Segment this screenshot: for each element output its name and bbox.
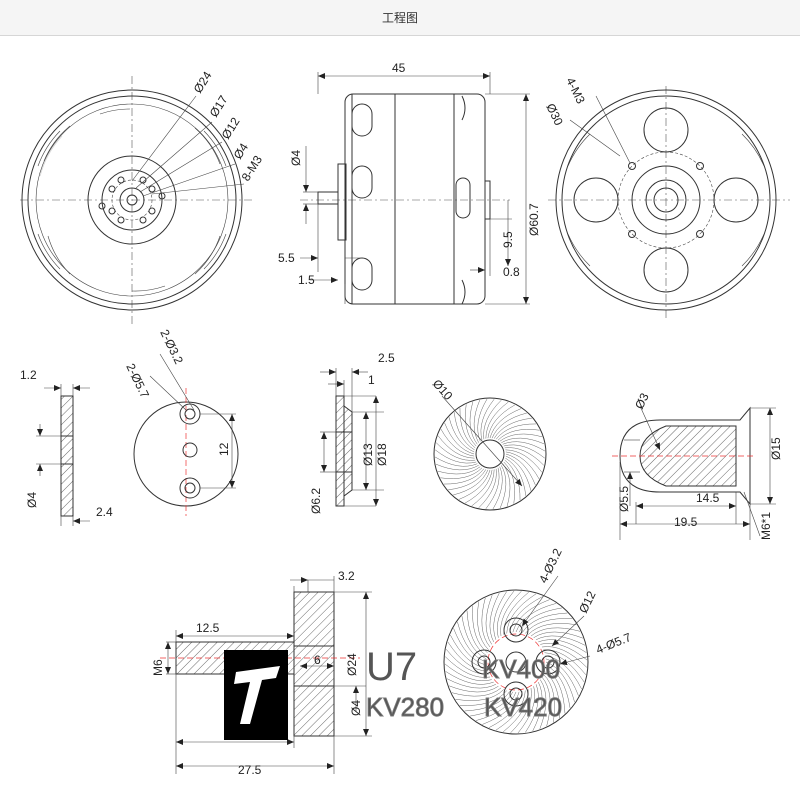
dim-d60-7: Ø60.7 <box>527 203 541 236</box>
dim-d12: Ø12 <box>219 115 243 142</box>
dim-45: 45 <box>392 61 406 75</box>
dim-4x3-2: 4-Ø3.2 <box>536 546 565 585</box>
kv-420: KV420 <box>484 692 562 722</box>
knurled-washer-view: Ø10 <box>430 377 547 511</box>
dim-0-8: 0.8 <box>503 265 520 279</box>
logo-mark-icon <box>234 666 280 724</box>
model-name: U7 <box>366 645 417 689</box>
engineering-drawing: Ø24 Ø17 Ø12 Ø4 8-M3 45 Ø4 5 <box>20 61 790 777</box>
dim-d13: Ø13 <box>361 443 375 466</box>
motor-front-view: Ø24 Ø17 Ø12 Ø4 8-M3 <box>20 69 265 326</box>
dim-14-5: 14.5 <box>696 491 720 505</box>
dim-d24: Ø24 <box>191 69 215 96</box>
dim-1-5: 1.5 <box>298 273 315 287</box>
dim-3-2: 3.2 <box>338 569 355 583</box>
dim-19-5: 19.5 <box>674 515 698 529</box>
dim-shaft-d4: Ø4 <box>289 150 303 166</box>
plate-front-view: 12 2-Ø5.7 2-Ø3.2 <box>123 327 239 516</box>
dim-2x32: 2-Ø3.2 <box>157 327 186 366</box>
dim-d10: Ø10 <box>430 377 456 403</box>
dim-2-4: 2.4 <box>96 505 113 519</box>
motor-back-view: 4-M3 Ø30 <box>543 75 790 321</box>
dim-d6-2: Ø6.2 <box>309 488 323 514</box>
kv-400: KV400 <box>482 654 560 684</box>
dim-1: 1 <box>368 373 375 387</box>
dim-d4b: Ø4 <box>349 700 363 716</box>
motor-side-view: 45 Ø4 5.5 1.5 Ø60.7 9.5 0.8 <box>278 61 541 305</box>
window-title: 工程图 <box>0 0 800 36</box>
dim-washer-d4: Ø4 <box>25 492 39 508</box>
dim-4x5-7: 4-Ø5.7 <box>594 630 634 657</box>
dim-5-5: 5.5 <box>278 251 295 265</box>
dim-d3: Ø3 <box>632 390 652 411</box>
dim-d15: Ø15 <box>769 437 783 460</box>
dim-2x57: 2-Ø5.7 <box>123 361 152 400</box>
dim-d12b: Ø12 <box>576 588 599 615</box>
dim-1-2: 1.2 <box>20 368 37 382</box>
washer-side-view: 1.2 Ø4 2.4 <box>20 368 113 526</box>
dim-m6x1: M6*1 <box>759 512 773 540</box>
dim-d24b: Ø24 <box>345 653 359 676</box>
kv-280: KV280 <box>366 692 444 722</box>
dim-12-5: 12.5 <box>196 621 220 635</box>
brand-logo <box>224 650 288 740</box>
dim-4m3: 4-M3 <box>563 75 588 106</box>
dim-27-5: 27.5 <box>238 763 262 777</box>
dim-12: 12 <box>217 442 231 456</box>
dim-d18: Ø18 <box>375 443 389 466</box>
prop-adapter-section: 3.2 12.5 M6 6 Ø24 Ø4 20 27.5 <box>151 569 372 777</box>
spacer-side-view: 2.5 1 Ø6.2 Ø13 Ø18 <box>309 351 395 514</box>
dim-9-5: 9.5 <box>501 231 515 248</box>
dim-d30: Ø30 <box>543 101 566 128</box>
dim-d5-5: Ø5.5 <box>617 486 631 512</box>
dim-d17: Ø17 <box>207 93 231 120</box>
bullet-nut-view: Ø3 Ø5.5 14.5 19.5 Ø15 M6*1 <box>612 390 783 540</box>
dim-2-5: 2.5 <box>378 351 395 365</box>
dim-6: 6 <box>314 653 321 667</box>
dim-m6: M6 <box>151 659 165 676</box>
